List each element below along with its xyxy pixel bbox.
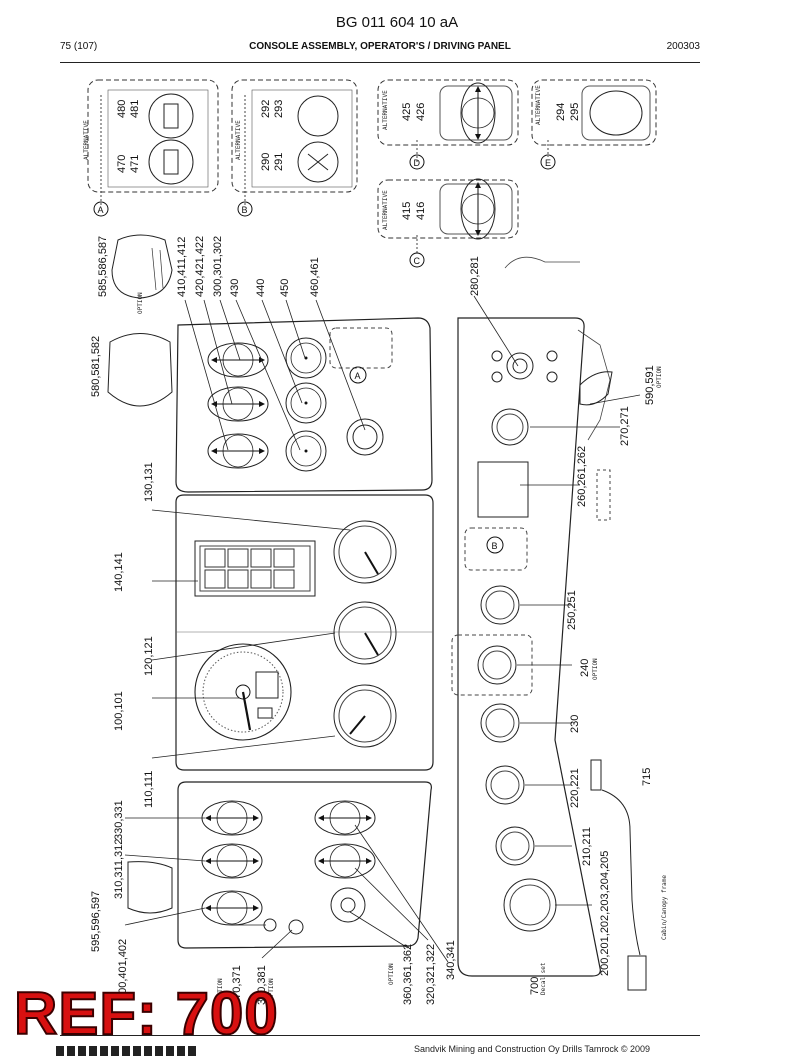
ref-stamp: REF: 700 xyxy=(13,980,279,1047)
marker-a: A xyxy=(93,201,109,217)
option-box-c xyxy=(377,178,519,255)
joystick xyxy=(107,234,173,407)
callout-280: 280,281 xyxy=(469,256,481,296)
notes: ALTERNATIVE ALTERNATIVE ALTERNATIVE ALTE… xyxy=(83,85,668,1000)
leader-lines xyxy=(124,295,641,963)
callout-360: 360,361,362 xyxy=(402,944,414,1005)
callout-310: 310,311,312 xyxy=(113,839,125,899)
callout-416: 416 xyxy=(415,202,427,220)
side-panel: B xyxy=(451,256,647,991)
page-number: 75 (107) xyxy=(60,41,98,52)
svg-text:B: B xyxy=(492,541,498,551)
callout-140: 140,141 xyxy=(113,552,125,592)
callout-400: 400,401,402 xyxy=(117,939,129,1000)
callout-293: 293 xyxy=(273,100,285,118)
callout-200: 200,201,202,203,204,205 xyxy=(599,851,611,976)
callout-460: 460,461 xyxy=(309,257,321,297)
callout-480: 480 xyxy=(116,100,128,118)
page-title: CONSOLE ASSEMBLY, OPERATOR'S / DRIVING P… xyxy=(249,41,511,52)
callout-471: 471 xyxy=(129,155,141,173)
callout-291: 291 xyxy=(273,153,285,171)
callout-595: 595,596,597 xyxy=(90,891,102,952)
note-alternative-d: ALTERNATIVE xyxy=(382,90,389,130)
upper-switch-panel: A xyxy=(175,317,433,493)
callout-120: 120,121 xyxy=(143,636,155,676)
lower-switch-panel xyxy=(127,781,432,949)
callout-470: 470 xyxy=(116,155,128,173)
callout-300: 300,301,302 xyxy=(212,236,224,297)
marker-b: B xyxy=(237,201,253,217)
callout-450: 450 xyxy=(279,279,291,297)
callout-415: 415 xyxy=(401,202,413,220)
option-box-b xyxy=(231,79,358,205)
callout-110: 110,111 xyxy=(143,771,155,808)
note-option-joystick: OPTION xyxy=(137,292,144,314)
note-cabin-frame: Cabin/Canopy frame xyxy=(661,875,668,940)
callout-290: 290 xyxy=(260,153,272,171)
note-alternative-c: ALTERNATIVE xyxy=(382,190,389,230)
callout-210: 210,211 xyxy=(581,827,593,866)
callout-481: 481 xyxy=(129,100,141,118)
document-code: BG 011 604 10 aA xyxy=(335,14,459,31)
callout-295: 295 xyxy=(569,103,581,121)
callout-420: 420,421,422 xyxy=(194,236,206,297)
callout-292: 292 xyxy=(260,100,272,118)
option-box-a xyxy=(87,79,219,205)
callout-260: 260,261,262 xyxy=(576,446,588,507)
callout-370: 370,371 xyxy=(231,965,243,1005)
callout-320: 320,321,322 xyxy=(425,944,437,1005)
callout-130: 130,131 xyxy=(143,462,155,502)
callout-585: 585,586,587 xyxy=(97,236,109,297)
callout-340: 340,341 xyxy=(445,940,457,980)
callout-240: 240 xyxy=(579,659,591,677)
svg-text:C: C xyxy=(414,256,421,266)
callout-294: 294 xyxy=(555,103,567,121)
note-decal-set: Decal set xyxy=(540,962,547,995)
callout-380: 380,381 xyxy=(256,965,268,1005)
callout-590: 590,591 xyxy=(644,365,656,405)
callout-425: 425 xyxy=(401,103,413,121)
header-rule xyxy=(60,62,700,63)
svg-text:A: A xyxy=(355,371,361,381)
callout-700: 700 xyxy=(529,977,541,995)
footer-rule xyxy=(60,1035,700,1036)
svg-text:B: B xyxy=(242,205,248,215)
svg-text:E: E xyxy=(545,158,551,168)
svg-text:A: A xyxy=(98,205,104,215)
callout-270: 270,271 xyxy=(619,406,631,446)
marker-c: C xyxy=(409,252,425,268)
note-alternative-e: ALTERNATIVE xyxy=(535,85,542,125)
marker-d: D xyxy=(409,154,425,170)
callout-230: 230 xyxy=(569,715,581,733)
callout-330: 330,331 xyxy=(113,800,125,840)
note-option-590: OPTION xyxy=(656,366,663,388)
callout-440: 440 xyxy=(255,279,267,297)
publisher-logo xyxy=(56,1046,196,1056)
note-option-240: OPTION xyxy=(592,658,599,680)
callout-426: 426 xyxy=(415,103,427,121)
option-box-e xyxy=(531,79,657,157)
callout-715: 715 xyxy=(641,768,653,786)
callout-250: 250,251 xyxy=(566,590,578,630)
callout-430: 430 xyxy=(229,279,241,297)
marker-e: E xyxy=(540,154,556,170)
note-alternative-b: ALTERNATIVE xyxy=(235,120,242,160)
gauge-panel xyxy=(175,494,434,771)
callout-410: 410,411,412 xyxy=(176,237,188,297)
copyright: Sandvik Mining and Construction Oy Drill… xyxy=(414,1044,651,1054)
callout-580: 580,581,582 xyxy=(90,336,102,397)
note-option-360: OPTION xyxy=(388,963,395,985)
header-row: 75 (107) CONSOLE ASSEMBLY, OPERATOR'S / … xyxy=(60,41,700,55)
note-option-370: OPTION xyxy=(217,978,224,1000)
callout-labels: 480 481 470 471 292 293 290 291 425 426 … xyxy=(90,100,656,1005)
svg-text:D: D xyxy=(414,158,421,168)
callout-220: 220,221 xyxy=(569,768,581,808)
note-option-380: OPTION xyxy=(268,978,275,1000)
callout-100: 100,101 xyxy=(113,691,125,731)
option-box-d xyxy=(377,79,519,162)
revision-date: 200303 xyxy=(666,41,700,52)
note-alternative-a: ALTERNATIVE xyxy=(83,120,90,160)
